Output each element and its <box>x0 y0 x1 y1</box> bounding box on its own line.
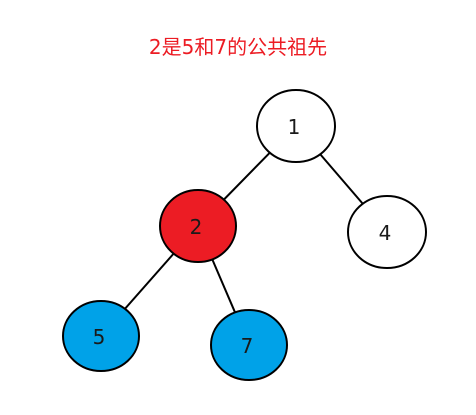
tree-node-7: 7 <box>210 309 288 381</box>
node-label-4: 4 <box>379 221 392 245</box>
edge-n2-n7 <box>211 258 236 313</box>
tree-node-1: 1 <box>256 89 336 163</box>
node-label-1: 1 <box>288 115 301 139</box>
node-label-2: 2 <box>190 215 203 239</box>
node-circle-5 <box>62 300 140 372</box>
node-circle-4 <box>347 195 427 269</box>
tree-node-4: 4 <box>347 195 427 269</box>
tree-nodes: 1 2 4 5 7 <box>62 89 427 381</box>
diagram-title: 2是5和7的公共祖先 <box>148 35 328 59</box>
node-circle-2 <box>159 189 237 263</box>
node-label-5: 5 <box>93 325 106 349</box>
tree-node-5: 5 <box>62 300 140 372</box>
edge-n2-n5 <box>124 252 175 310</box>
tree-node-2: 2 <box>159 189 237 263</box>
node-circle-1 <box>256 89 336 163</box>
node-circle-7 <box>210 309 288 381</box>
node-label-7: 7 <box>241 334 254 358</box>
edge-n1-n4 <box>319 153 364 205</box>
edge-n1-n2 <box>223 151 271 201</box>
tree-edges <box>124 151 364 313</box>
